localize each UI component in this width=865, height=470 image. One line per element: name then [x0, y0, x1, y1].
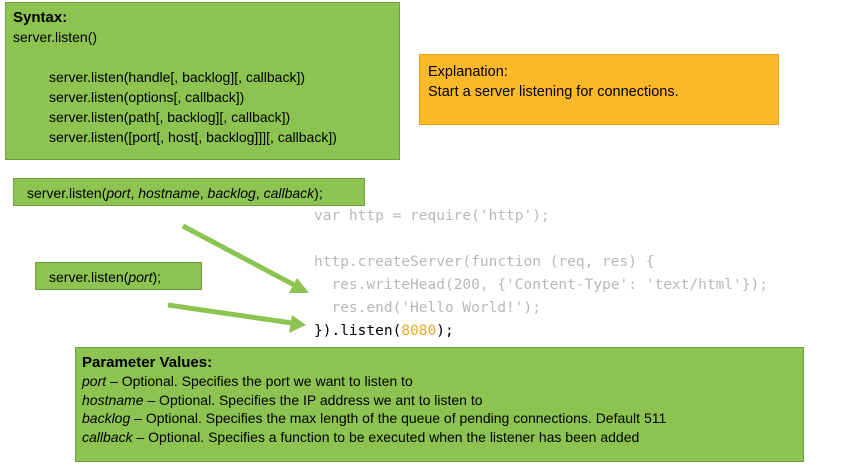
code-line: http.createServer(function (req, res) { [314, 254, 655, 270]
sig-suffix: ); [152, 269, 162, 285]
syntax-box: Syntax: server.listen() server.listen(ha… [5, 2, 400, 160]
parameter-item: callback – Optional. Specifies a functio… [82, 428, 803, 447]
sig-param-callback: callback [263, 185, 315, 201]
signature-short: server.listen(port); [49, 267, 201, 287]
param-desc: – Optional. Specifies the IP address we … [143, 391, 483, 408]
param-name: port [82, 373, 107, 389]
sig-prefix: server.listen( [49, 269, 129, 285]
syntax-line: server.listen(options[, callback]) [49, 89, 245, 105]
sig-sep: , [255, 185, 264, 201]
param-name: callback [82, 428, 133, 445]
explanation-box: Explanation: Start a server listening fo… [419, 54, 779, 125]
signature-short-box: server.listen(port); [35, 262, 202, 290]
arrow-icon [181, 223, 309, 293]
code-port-value: 8080 [401, 323, 437, 339]
explanation-title: Explanation: [428, 64, 508, 80]
sig-sep: , [199, 185, 208, 201]
syntax-line: server.listen(path[, backlog][, callback… [49, 109, 291, 125]
sig-param-port: port [128, 269, 153, 285]
param-desc: – Optional. Specifies the port we want t… [106, 373, 413, 389]
signature-long-box: server.listen(port, hostname, backlog, c… [13, 178, 365, 206]
syntax-line: server.listen(handle[, backlog][, callba… [49, 69, 306, 85]
param-name: backlog [82, 410, 131, 426]
syntax-line: server.listen([port[, host[, backlog]]][… [49, 129, 337, 145]
sig-sep: , [130, 185, 139, 201]
code-sample: var http = require('http'); http.createS… [314, 205, 768, 343]
code-listen-prefix: }).listen( [314, 323, 402, 339]
code-line-listen: }).listen(8080); [314, 323, 454, 339]
parameter-item: port – Optional. Specifies the port we w… [82, 372, 803, 391]
syntax-title: Syntax: [13, 9, 68, 26]
sig-suffix: ); [314, 185, 323, 201]
param-desc: – Optional. Specifies the max length of … [130, 410, 667, 426]
signature-long: server.listen(port, hostname, backlog, c… [27, 183, 364, 203]
arrow-icon [167, 302, 306, 333]
sig-prefix: server.listen( [27, 185, 107, 201]
code-line: var http = require('http'); [314, 208, 550, 224]
sig-param-port: port [106, 185, 131, 201]
sig-param-backlog: backlog [207, 185, 256, 201]
code-line: res.end('Hello World!'); [314, 300, 541, 316]
code-listen-suffix: ); [436, 323, 454, 339]
sig-param-hostname: hostname [138, 185, 200, 201]
parameter-values-box: Parameter Values: port – Optional. Speci… [75, 347, 804, 462]
code-line: res.writeHead(200, {'Content-Type': 'tex… [314, 277, 768, 293]
syntax-line: server.listen() [13, 29, 98, 45]
param-name: hostname [82, 391, 144, 408]
explanation-text: Start a server listening for connections… [428, 84, 679, 100]
parameter-item: backlog – Optional. Specifies the max le… [82, 409, 803, 428]
parameter-item: hostname – Optional. Specifies the IP ad… [82, 391, 803, 410]
param-desc: – Optional. Specifies a function to be e… [132, 428, 640, 445]
parameters-title: Parameter Values: [82, 354, 213, 371]
